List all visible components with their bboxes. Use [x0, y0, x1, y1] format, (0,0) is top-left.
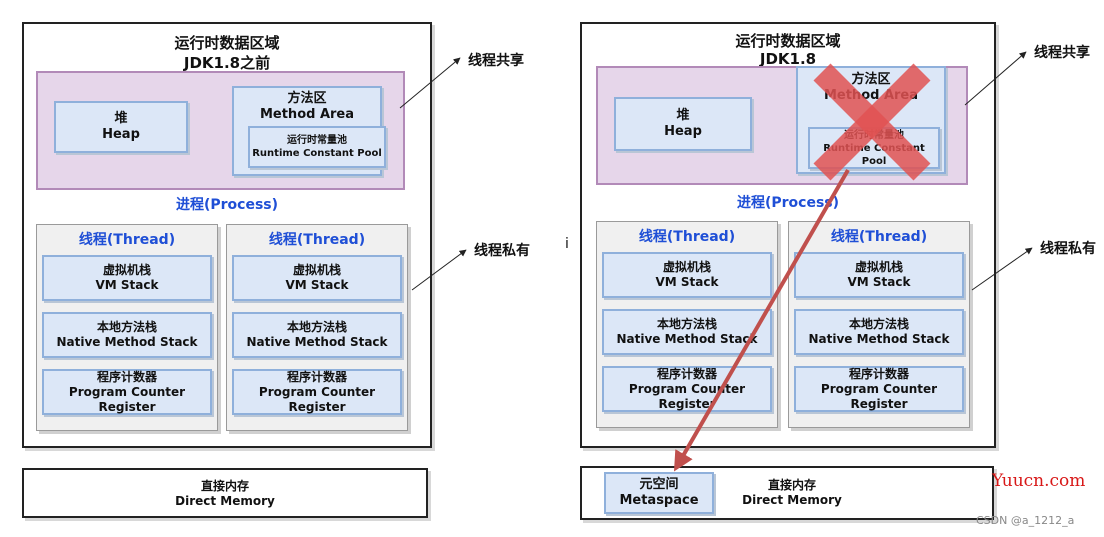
- pc-register-box: 程序计数器 Program Counter Register: [794, 366, 964, 412]
- heap-cn: 堆: [114, 111, 128, 126]
- method-area-cn: 方法区: [851, 72, 891, 87]
- constant-pool-en: Runtime Constant Pool: [252, 148, 382, 159]
- runtime-version: JDK1.8: [759, 50, 817, 68]
- vm-stack-box: 虚拟机栈 VM Stack: [42, 255, 212, 301]
- native-stack-cn: 本地方法栈: [286, 320, 347, 334]
- native-stack-cn: 本地方法栈: [96, 320, 157, 334]
- vm-stack-box: 虚拟机栈 VM Stack: [602, 252, 772, 298]
- pc-register-en: Program Counter Register: [820, 381, 938, 411]
- vm-stack-cn: 虚拟机栈: [662, 260, 711, 274]
- vm-stack-en: VM Stack: [95, 278, 159, 292]
- native-stack-box: 本地方法栈 Native Method Stack: [42, 312, 212, 358]
- native-stack-box: 本地方法栈 Native Method Stack: [232, 312, 402, 358]
- vm-stack-box: 虚拟机栈 VM Stack: [794, 252, 964, 298]
- thread-title: 线程(Thread): [830, 229, 928, 245]
- thread-panel: 线程(Thread) 虚拟机栈 VM Stack 本地方法栈 Native Me…: [596, 221, 778, 428]
- private-pointer-arrow: [411, 249, 467, 291]
- native-stack-box: 本地方法栈 Native Method Stack: [794, 309, 964, 355]
- native-stack-en: Native Method Stack: [616, 332, 758, 346]
- vm-stack-cn: 虚拟机栈: [854, 260, 903, 274]
- pc-register-cn: 程序计数器: [656, 366, 717, 381]
- vm-stack-en: VM Stack: [655, 275, 719, 289]
- method-area-cn: 方法区: [287, 91, 327, 106]
- right-diagram-jdk8: 运行时数据区域 JDK1.8 堆 Heap 方法区 Method Area 运行…: [578, 0, 1104, 537]
- thread-panel: 线程(Thread) 虚拟机栈 VM Stack 本地方法栈 Native Me…: [226, 224, 408, 431]
- process-label: 进程(Process): [175, 197, 279, 213]
- pc-register-cn: 程序计数器: [848, 366, 909, 381]
- vm-stack-cn: 虚拟机栈: [292, 263, 341, 277]
- direct-memory-en: Direct Memory: [742, 493, 842, 507]
- thread-private-label: 线程私有: [1040, 241, 1096, 257]
- pc-register-cn: 程序计数器: [96, 369, 157, 384]
- shared-pointer-arrow: [399, 57, 461, 109]
- direct-memory-en: Direct Memory: [175, 494, 275, 508]
- migration-arrow: [674, 169, 850, 472]
- vm-stack-cn: 虚拟机栈: [102, 263, 151, 277]
- metaspace-box: 元空间 Metaspace: [604, 472, 714, 514]
- native-stack-en: Native Method Stack: [56, 335, 198, 349]
- method-area-en: Method Area: [259, 107, 355, 122]
- direct-memory-text: 直接内存 Direct Memory: [732, 478, 852, 508]
- heap-en: Heap: [664, 124, 702, 139]
- pc-register-en: Program Counter Register: [628, 381, 746, 411]
- metaspace-en: Metaspace: [619, 493, 699, 508]
- direct-memory-cn: 直接内存: [767, 478, 816, 492]
- runtime-version: JDK1.8之前: [183, 54, 271, 72]
- thread-panel: 线程(Thread) 虚拟机栈 VM Stack 本地方法栈 Native Me…: [788, 221, 970, 428]
- pc-register-cn: 程序计数器: [286, 369, 347, 384]
- private-pointer-arrow: [971, 247, 1033, 291]
- vm-stack-en: VM Stack: [847, 275, 911, 289]
- watermark-site: Yuucn.com: [992, 471, 1086, 491]
- constant-pool-en: Runtime Constant Pool: [823, 142, 925, 167]
- watermark-author: CSDN @a_1212_a: [976, 514, 1075, 527]
- metaspace-cn: 元空间: [639, 477, 679, 492]
- thread-title: 线程(Thread): [268, 232, 366, 248]
- thread-panel: 线程(Thread) 虚拟机栈 VM Stack 本地方法栈 Native Me…: [36, 224, 218, 431]
- constant-pool-box: 运行时常量池 Runtime Constant Pool: [248, 126, 386, 168]
- native-stack-cn: 本地方法栈: [848, 317, 909, 331]
- runtime-title: 运行时数据区域: [735, 32, 841, 50]
- pc-register-box: 程序计数器 Program Counter Register: [232, 369, 402, 415]
- direct-memory-cn: 直接内存: [200, 479, 249, 493]
- thread-shared-label: 线程共享: [468, 53, 524, 69]
- runtime-data-area: 运行时数据区域 JDK1.8 堆 Heap 方法区 Method Area 运行…: [580, 22, 996, 448]
- cross-mark: [813, 63, 931, 181]
- runtime-data-area: 运行时数据区域 JDK1.8之前 堆 Heap 方法区 Method Area …: [22, 22, 432, 448]
- pc-register-en: Program Counter Register: [68, 384, 186, 414]
- pc-register-en: Program Counter Register: [258, 384, 376, 414]
- left-diagram-jdk7: 运行时数据区域 JDK1.8之前 堆 Heap 方法区 Method Area …: [0, 0, 550, 537]
- heap-box: 堆 Heap: [54, 101, 188, 153]
- heap-en: Heap: [102, 127, 140, 142]
- thread-shared-label: 线程共享: [1034, 45, 1090, 61]
- separator-mark: i: [565, 236, 569, 252]
- native-stack-cn: 本地方法栈: [656, 317, 717, 331]
- heap-cn: 堆: [676, 108, 690, 123]
- thread-title: 线程(Thread): [78, 232, 176, 248]
- process-label: 进程(Process): [736, 195, 840, 211]
- direct-memory-box: 直接内存 Direct Memory: [22, 468, 428, 518]
- vm-stack-box: 虚拟机栈 VM Stack: [232, 255, 402, 301]
- thread-private-label: 线程私有: [474, 243, 530, 259]
- vm-stack-en: VM Stack: [285, 278, 349, 292]
- pc-register-box: 程序计数器 Program Counter Register: [42, 369, 212, 415]
- shared-pointer-arrow: [964, 51, 1027, 106]
- constant-pool-cn: 运行时常量池: [287, 135, 347, 146]
- pc-register-box: 程序计数器 Program Counter Register: [602, 366, 772, 412]
- thread-title: 线程(Thread): [638, 229, 736, 245]
- heap-box: 堆 Heap: [614, 97, 752, 151]
- runtime-title: 运行时数据区域: [174, 34, 280, 52]
- native-stack-en: Native Method Stack: [808, 332, 950, 346]
- native-stack-en: Native Method Stack: [246, 335, 388, 349]
